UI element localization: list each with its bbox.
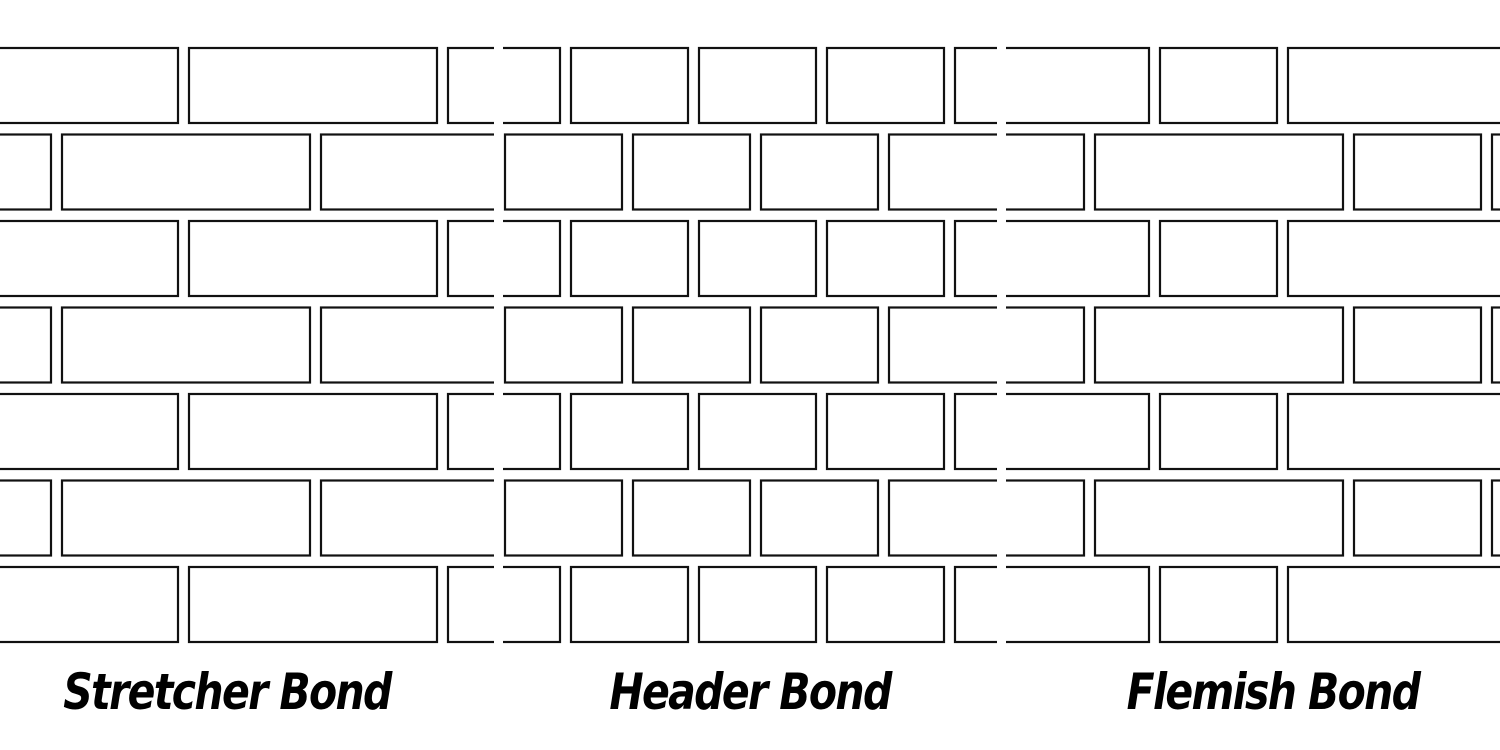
brick: [60, 306, 312, 384]
brick: [759, 306, 880, 384]
brick: [697, 46, 818, 125]
brick: [697, 219, 818, 298]
brick: [953, 46, 997, 125]
brick: [1158, 46, 1279, 125]
brick: [187, 392, 439, 471]
brick: [887, 133, 997, 211]
brick: [446, 565, 494, 644]
brick: [569, 46, 690, 125]
brick: [1352, 306, 1483, 384]
brick: [1286, 46, 1500, 125]
brick: [1093, 133, 1345, 211]
brick: [1286, 219, 1500, 298]
brick: [0, 565, 180, 644]
stretcher-bond-diagram: [0, 40, 494, 646]
brick: [319, 133, 494, 211]
brick: [953, 219, 997, 298]
brick: [569, 219, 690, 298]
brick: [1286, 565, 1500, 644]
brick: [631, 479, 752, 557]
brick: [697, 565, 818, 644]
brick: [187, 46, 439, 125]
brick: [0, 219, 180, 298]
brick: [631, 306, 752, 384]
brick: [953, 565, 997, 644]
brick: [1006, 392, 1151, 471]
flemish-bond-caption: Flemish Bond: [1126, 663, 1421, 721]
brick: [503, 219, 562, 298]
brick: [1158, 565, 1279, 644]
brick: [446, 219, 494, 298]
brick: [0, 133, 53, 211]
brick: [1006, 565, 1151, 644]
brick: [697, 392, 818, 471]
brick: [1093, 479, 1345, 557]
brick: [1490, 306, 1500, 384]
brick: [1006, 46, 1151, 125]
brick: [503, 133, 624, 211]
brick: [187, 565, 439, 644]
brick: [60, 133, 312, 211]
brick: [1352, 479, 1483, 557]
brick: [1006, 306, 1086, 384]
flemish-bond-svg: [1006, 46, 1500, 644]
brick: [1006, 479, 1086, 557]
brick: [1490, 133, 1500, 211]
brick: [953, 392, 997, 471]
brick: [1158, 392, 1279, 471]
brick: [825, 565, 946, 644]
flemish-bond-diagram: [1006, 40, 1500, 646]
brick: [446, 46, 494, 125]
brick: [0, 479, 53, 557]
brick: [503, 479, 624, 557]
brick: [759, 133, 880, 211]
brick: [0, 306, 53, 384]
brick: [759, 479, 880, 557]
brick: [187, 219, 439, 298]
brick: [631, 133, 752, 211]
stretcher-bond-caption: Stretcher Bond: [63, 663, 392, 721]
brick: [1158, 219, 1279, 298]
brick: [887, 479, 997, 557]
brick: [1352, 133, 1483, 211]
header-bond-diagram: [503, 40, 997, 646]
brick: [1490, 479, 1500, 557]
brick: [60, 479, 312, 557]
brick: [825, 392, 946, 471]
brick: [503, 46, 562, 125]
brick: [825, 219, 946, 298]
brick: [446, 392, 494, 471]
brick: [569, 392, 690, 471]
stretcher-bond-svg: [0, 46, 494, 644]
brick: [503, 306, 624, 384]
brick: [825, 46, 946, 125]
brick: [0, 46, 180, 125]
brick: [319, 479, 494, 557]
brick: [0, 392, 180, 471]
brick: [1006, 133, 1086, 211]
header-bond-svg: [503, 46, 997, 644]
brick: [503, 565, 562, 644]
brick: [503, 392, 562, 471]
brick: [319, 306, 494, 384]
brick: [1286, 392, 1500, 471]
brick: [1006, 219, 1151, 298]
brick: [569, 565, 690, 644]
brick: [1093, 306, 1345, 384]
brick: [887, 306, 997, 384]
header-bond-caption: Header Bond: [609, 663, 892, 721]
